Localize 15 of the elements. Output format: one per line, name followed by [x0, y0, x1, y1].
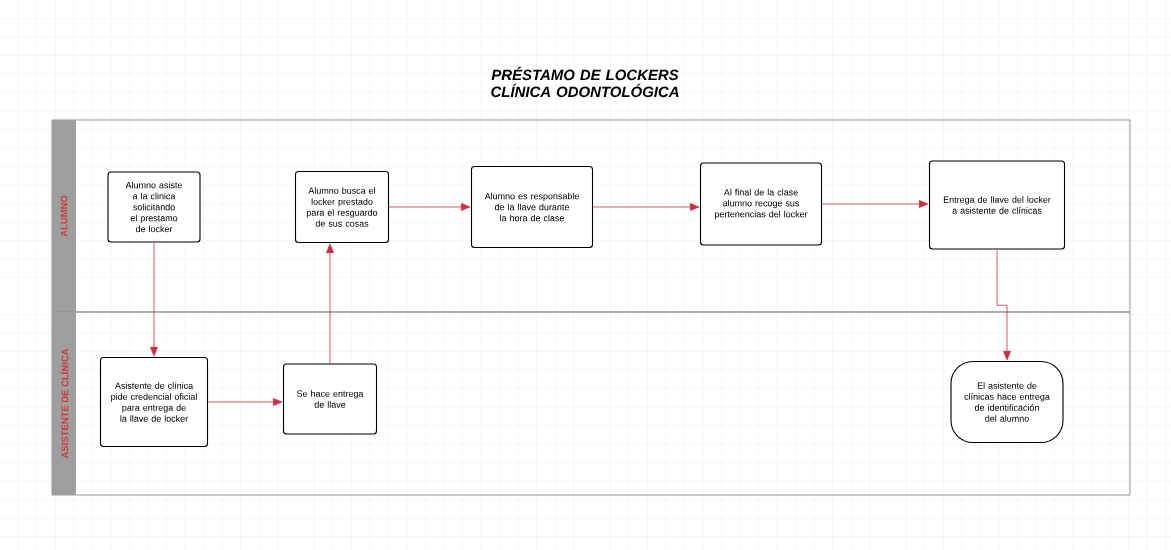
- process-box: Alumno busca el locker prestado para el resguardo de sus cosas: [294, 170, 390, 244]
- arrow: [821, 200, 929, 208]
- process-box: Al final de la clase alumno recoge sus pertenencias del locker: [699, 162, 823, 246]
- process-box: Alumno asiste a la clinica solicitando el prestamo de locker: [107, 171, 201, 243]
- title: PRÉSTAMO DE LOCKERS CLÍNICA ODONTOLÓGICA: [491, 66, 679, 98]
- arrow: [207, 398, 283, 406]
- arrow: [592, 203, 700, 211]
- process-box: Asistente de clínica pide credencial oficial para entrega de la llave de locker: [99, 356, 209, 448]
- process-box: Entrega de llave del locker a asistente de clínicas: [928, 160, 1066, 250]
- arrow: [388, 203, 471, 211]
- arrow: [150, 242, 158, 357]
- process-box: Alumno es responsable de la llave durante la hora de clase: [470, 165, 594, 249]
- arrow: [326, 243, 334, 364]
- arrow: [996, 249, 1011, 361]
- process-box: Se hace entrega de llave: [282, 363, 378, 435]
